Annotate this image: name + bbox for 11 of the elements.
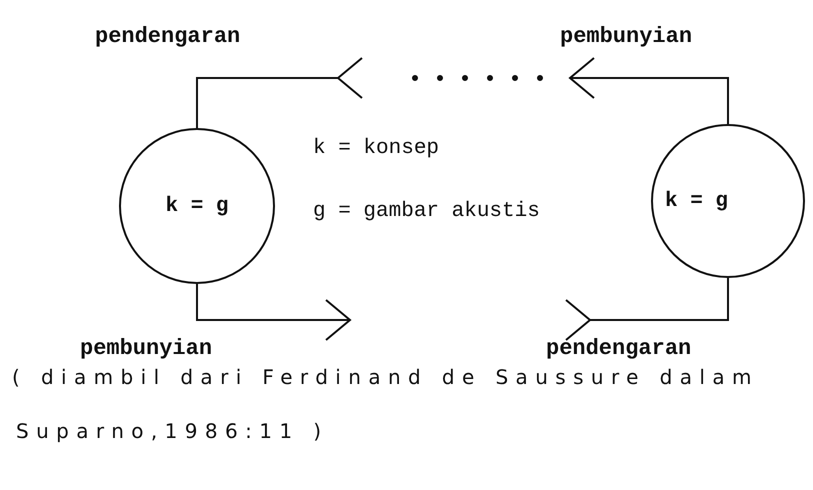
- process-label: pembunyian: [80, 336, 212, 361]
- caption: ( diambil dari Ferdinand de Saussure dalam Suparno,1986:11 ): [12, 364, 760, 445]
- circle-text: k = g: [665, 190, 728, 212]
- circle: [119, 128, 275, 284]
- definition-text: k = konsep: [313, 137, 440, 160]
- process-label: pendengaran: [546, 336, 692, 361]
- circle-text: k = g: [165, 194, 228, 218]
- definition-text: g = gambar akustis: [313, 200, 540, 223]
- circle: [651, 124, 805, 278]
- process-label: pembunyian: [560, 24, 692, 49]
- process-label: pendengaran: [95, 24, 240, 49]
